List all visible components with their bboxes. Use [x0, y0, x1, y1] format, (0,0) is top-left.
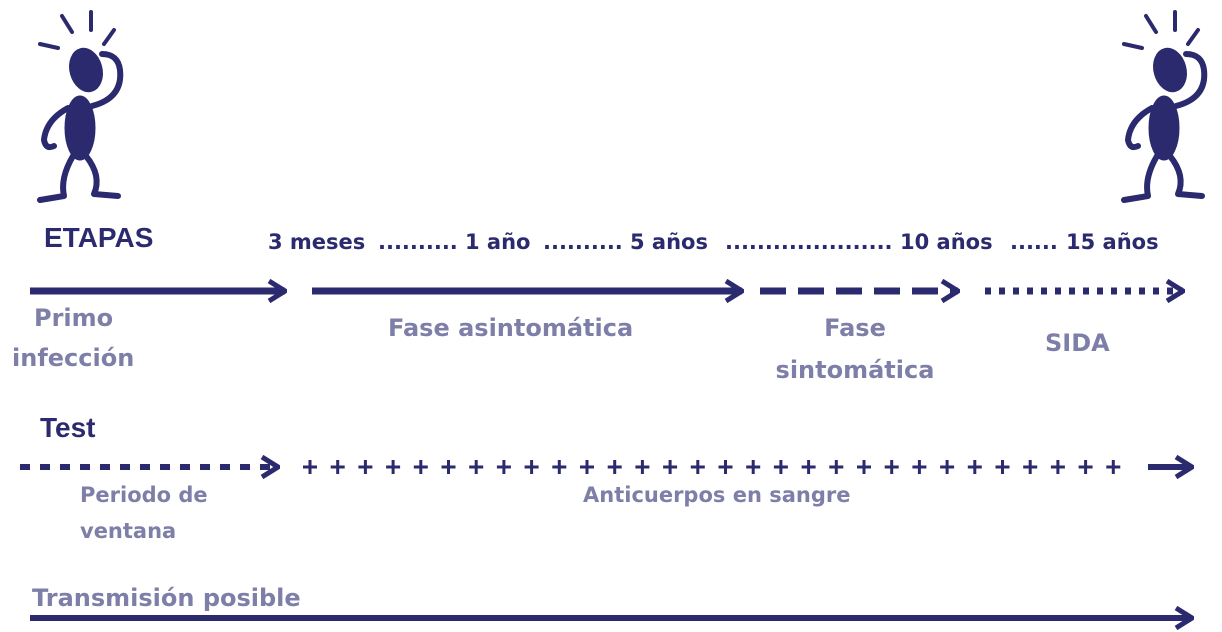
worried-person-icon — [37, 10, 124, 203]
label-10-anos: 10 años — [900, 230, 993, 254]
dots-3: ..................... — [725, 230, 893, 254]
phase-asintomatica: Fase asintomática — [388, 314, 634, 342]
phase-primo-line1: Primo — [34, 304, 114, 332]
plus-signs-line — [303, 460, 1121, 474]
label-1-ano: 1 año — [465, 230, 531, 254]
label-5-anos: 5 años — [630, 230, 708, 254]
stages-heading: ETAPAS — [44, 222, 154, 253]
dots-4: ...... — [1010, 230, 1058, 254]
label-3-meses: 3 meses — [268, 230, 366, 254]
label-15-anos: 15 años — [1066, 230, 1159, 254]
test-ventana-line1: Periodo de — [80, 483, 208, 507]
test-anticuerpos: Anticuerpos en sangre — [583, 483, 851, 507]
transmission-label: Transmisión posible — [32, 584, 301, 612]
phase-sintomatica-line1: Fase — [824, 314, 886, 342]
worried-person-icon — [1121, 10, 1208, 203]
dots-2: .......... — [543, 230, 623, 254]
dots-1: .......... — [378, 230, 458, 254]
test-heading: Test — [40, 412, 96, 443]
phase-primo-line2: infección — [12, 344, 135, 372]
phase-sida: SIDA — [1045, 329, 1110, 357]
test-ventana-line2: ventana — [80, 519, 177, 543]
phase-sintomatica-line2: sintomática — [775, 356, 935, 384]
